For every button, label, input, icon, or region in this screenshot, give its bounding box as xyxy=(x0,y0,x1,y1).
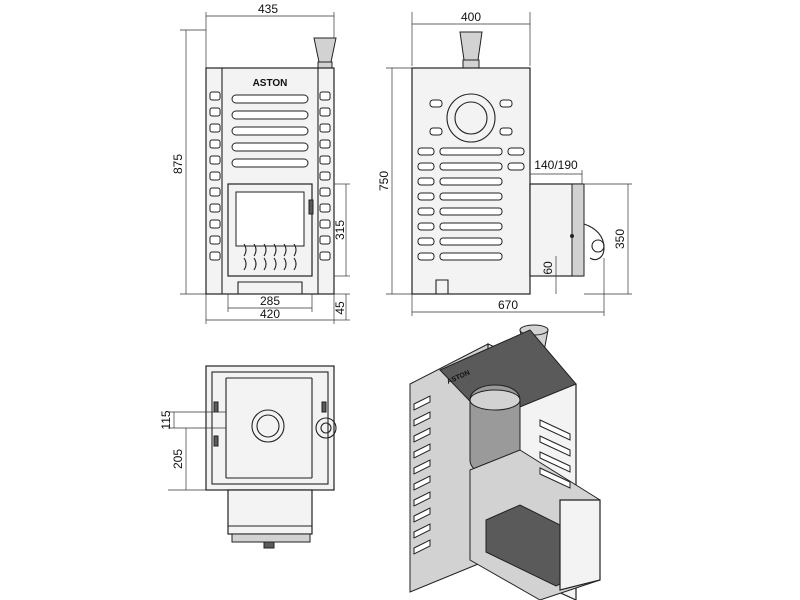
dim-top-offset-2: 205 xyxy=(171,449,185,469)
isometric-cutaway-view: ASTON xyxy=(409,324,601,600)
dim-side-height: 750 xyxy=(377,171,391,191)
dim-front-height: 875 xyxy=(171,154,185,174)
iso-vent-slots xyxy=(413,395,571,555)
front-view: 435 875 ASTON xyxy=(171,2,350,324)
front-vent-slots xyxy=(209,91,331,261)
dim-side-total-depth: 670 xyxy=(498,298,518,312)
dim-top-offset-1: 115 xyxy=(159,410,173,429)
dim-side-box-height: 350 xyxy=(613,229,627,249)
dim-side-width-top: 400 xyxy=(461,10,481,24)
dim-side-flue-size: 140/190 xyxy=(534,158,578,172)
front-logo: ASTON xyxy=(253,78,288,89)
side-heat-grille xyxy=(429,93,513,143)
side-vent-slots xyxy=(417,147,525,261)
dim-side-box-offset: 60 xyxy=(541,261,555,275)
dim-front-base-width: 420 xyxy=(260,307,280,321)
dim-front-leg-height: 45 xyxy=(333,301,347,315)
top-view: 115 205 xyxy=(159,365,337,549)
side-view: 400 750 xyxy=(377,10,632,316)
dim-front-width-top: 435 xyxy=(258,2,278,16)
dim-front-door-width: 285 xyxy=(260,294,280,308)
front-fire-door xyxy=(227,183,314,277)
dim-front-door-height: 315 xyxy=(333,220,347,240)
